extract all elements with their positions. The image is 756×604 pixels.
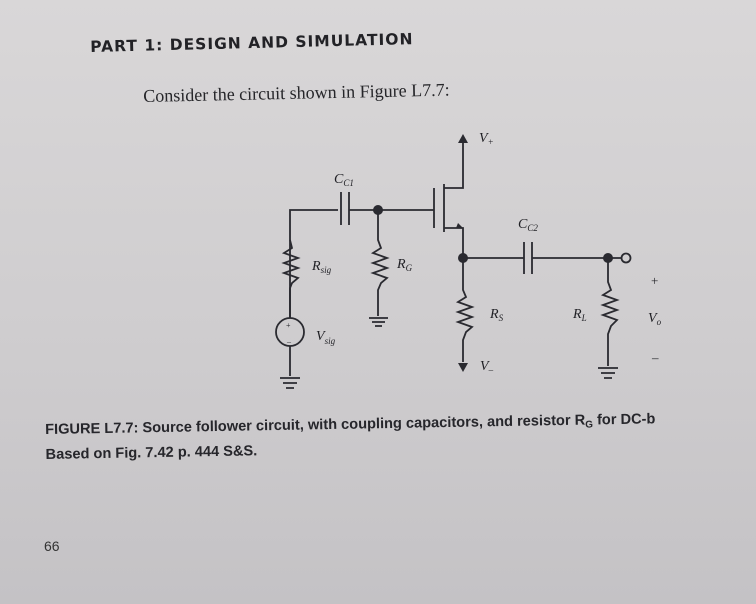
label-source-plus: +: [286, 321, 291, 330]
label-vsig: Vsig: [316, 329, 336, 346]
label-vout-minus: –: [651, 350, 659, 365]
label-rs: RS: [489, 307, 504, 323]
label-vout-plus: +: [651, 273, 658, 288]
label-cc1: CC1: [334, 172, 354, 188]
junction-output: [603, 253, 613, 263]
label-vplus: V+: [479, 131, 494, 147]
junction-gate: [373, 205, 383, 215]
label-cc2: CC2: [518, 217, 538, 233]
page-number: 66: [44, 538, 60, 554]
label-rg: RG: [396, 257, 413, 273]
label-rsig: Rsig: [311, 259, 332, 275]
label-rl: RL: [572, 307, 587, 323]
junction-source: [458, 253, 468, 263]
label-vminus: V–: [480, 359, 494, 375]
label-source-minus: –: [286, 337, 292, 346]
label-vout: Vo: [648, 311, 662, 327]
circuit-wires: [275, 134, 632, 389]
